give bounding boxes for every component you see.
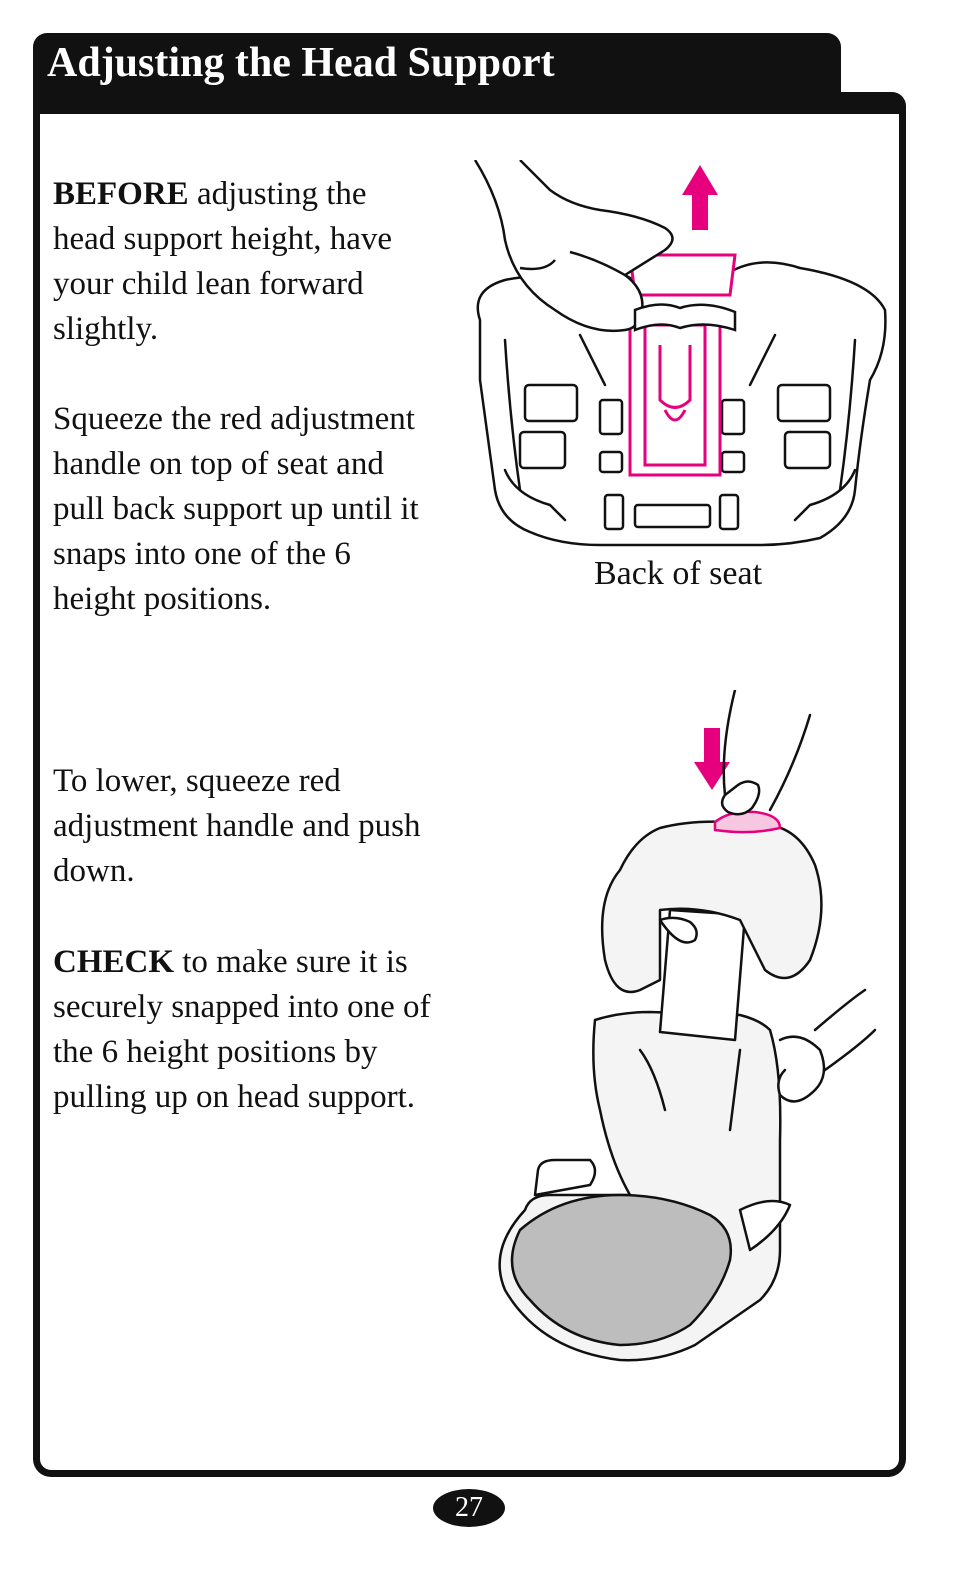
back-of-seat-caption: Back of seat <box>594 555 763 592</box>
seat-cushion <box>510 1193 733 1347</box>
right-vent-upper <box>776 383 832 423</box>
adjust-handle <box>713 810 782 834</box>
booster-seat-illustration <box>498 690 877 1362</box>
head-support-slider <box>628 253 737 477</box>
left-vent-lower <box>518 430 567 470</box>
page-number: 27 <box>433 1489 505 1527</box>
hand-top-icon <box>720 780 761 816</box>
right-vent-lower <box>783 430 832 470</box>
hand-icon <box>473 160 674 332</box>
headrest-outline <box>600 820 823 994</box>
arrow-up-icon <box>682 165 718 230</box>
arrow-down-icon <box>694 728 730 790</box>
instruction-check: CHECK to make sure it is securely snappe… <box>53 940 433 1120</box>
back-of-seat-illustration <box>473 160 887 547</box>
page-title: Adjusting the Head Support <box>47 40 555 86</box>
check-text: to make sure it is securely snapped into… <box>53 944 431 1115</box>
instruction-before: BEFORE adjusting the head support height… <box>53 172 433 352</box>
arm-top <box>722 690 737 797</box>
handle-bar <box>633 303 737 332</box>
before-label: BEFORE <box>53 176 189 212</box>
check-label: CHECK <box>53 944 175 980</box>
hand-side-icon <box>777 1035 826 1103</box>
left-vent-upper <box>523 383 579 423</box>
title-banner <box>33 33 841 113</box>
instruction-squeeze: Squeeze the red adjustment handle on top… <box>53 401 419 617</box>
before-text: adjusting the head support height, have … <box>53 176 393 347</box>
instruction-lower: To lower, squeeze red adjustment handle … <box>53 763 421 889</box>
